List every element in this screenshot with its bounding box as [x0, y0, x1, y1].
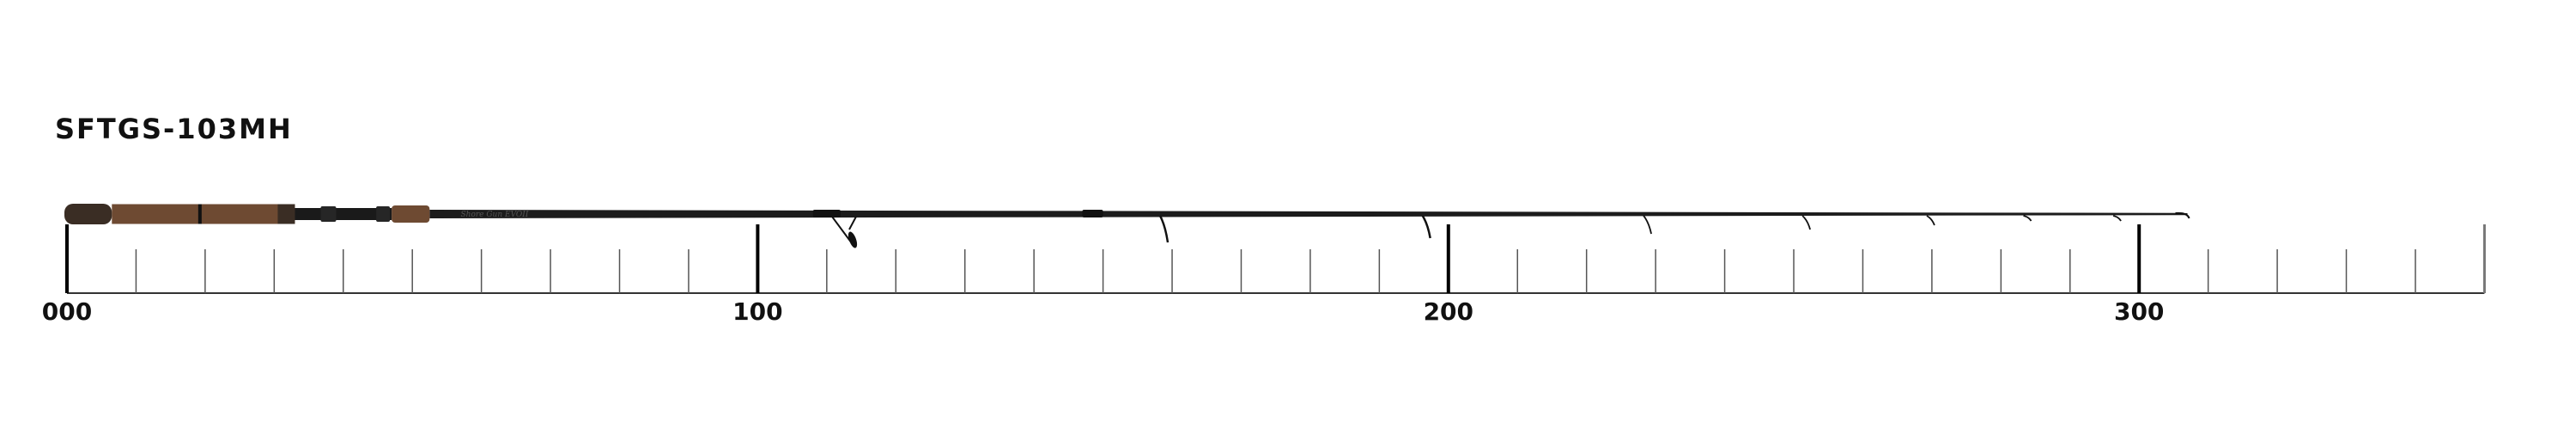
guide	[2023, 215, 2032, 222]
ruler-labels: 000 100 200 300	[42, 297, 2165, 326]
reel-seat-nut	[376, 206, 391, 222]
reel-seat	[295, 208, 392, 220]
butt-cap	[64, 204, 112, 224]
length-ruler	[65, 224, 2486, 294]
guide	[1643, 215, 1652, 235]
guide	[1421, 215, 1431, 239]
rod-blank	[429, 210, 2188, 218]
ferrule-joint	[1082, 210, 1103, 217]
reel-seat-hood	[320, 206, 337, 222]
ruler-label-200: 200	[1424, 297, 1473, 326]
guide	[1801, 215, 1811, 230]
rod-image: Shore Gun EVOII	[64, 204, 2190, 248]
fore-cork-grip	[392, 205, 430, 223]
guide	[1926, 215, 1935, 226]
guide-ring	[848, 231, 858, 248]
ruler-label-000: 000	[42, 297, 92, 326]
rod-logo: Shore Gun EVOII	[461, 211, 529, 219]
rod-model-title: SFTGS-103MH	[55, 113, 293, 145]
rear-grip-trim	[277, 204, 295, 224]
guide	[2112, 215, 2122, 222]
ruler-label-100: 100	[732, 297, 782, 326]
guide	[1158, 215, 1170, 243]
tip-top-guide	[2175, 211, 2190, 219]
rear-cork-grip	[112, 204, 295, 224]
ruler-label-300: 300	[2114, 297, 2164, 326]
ferrule-joint	[812, 210, 841, 217]
grip-band	[197, 204, 202, 224]
